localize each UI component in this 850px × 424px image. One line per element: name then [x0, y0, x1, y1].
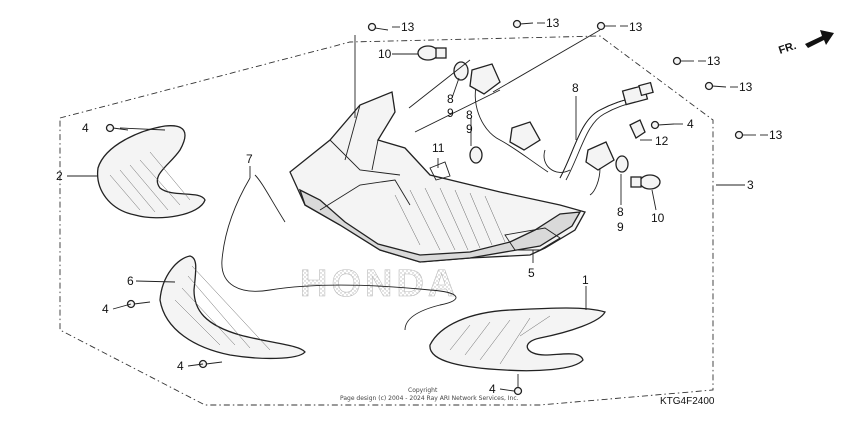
- callout-1: 1: [582, 273, 589, 287]
- grommet-middle: [469, 146, 483, 164]
- callout-4-left: 4: [102, 302, 109, 316]
- callout-11: 11: [432, 141, 445, 155]
- callout-13-f: 13: [769, 128, 783, 142]
- callout-9-middle: 9: [466, 122, 473, 136]
- callout-9-upper: 9: [447, 106, 454, 120]
- callout-10-upper: 10: [378, 47, 392, 61]
- diagram-code: KTG4F2400: [660, 396, 715, 407]
- callout-3: 3: [747, 178, 754, 192]
- callout-2: 2: [56, 169, 63, 183]
- callout-8-middle: 8: [466, 108, 473, 122]
- grommet-upper: [453, 61, 469, 81]
- bracket-part: [429, 161, 451, 181]
- right-cover: [429, 307, 606, 372]
- grommet-right: [615, 155, 629, 173]
- callout-6: 6: [127, 274, 134, 288]
- callout-13-e: 13: [739, 80, 753, 94]
- callout-12: 12: [655, 134, 669, 148]
- assembly-boundary: [59, 35, 714, 406]
- front-direction-label: FR.: [777, 40, 798, 57]
- callout-8-right: 8: [617, 205, 624, 219]
- front-direction-indicator: FR.: [777, 30, 834, 57]
- watermark-text: HONDA: [300, 263, 459, 305]
- seal-strip: [221, 177, 457, 331]
- callout-8-harness: 8: [572, 81, 579, 95]
- callout-5: 5: [528, 266, 535, 280]
- left-cover: [97, 125, 206, 219]
- bulb-upper: [417, 45, 447, 61]
- arrow-right-icon: [805, 30, 834, 48]
- headlight-housing: [289, 91, 586, 263]
- copyright-line-2: Page design (c) 2004 - 2024 Ray ARI Netw…: [340, 395, 519, 402]
- clip-part: [629, 119, 646, 139]
- callout-4-right: 4: [687, 117, 694, 131]
- callout-9-right: 9: [617, 220, 624, 234]
- callout-4-top-left: 4: [82, 121, 89, 135]
- wire-harness: [469, 63, 654, 196]
- callout-13-b: 13: [546, 16, 560, 30]
- callout-4-bottom-left: 4: [177, 359, 184, 373]
- callout-13-a: 13: [401, 20, 415, 34]
- bulb-right: [630, 174, 661, 190]
- callout-8-upper: 8: [447, 92, 454, 106]
- lower-left-cover: [159, 255, 306, 360]
- callout-4-bottom: 4: [489, 382, 496, 396]
- copyright-line-1: Copyright: [408, 387, 438, 394]
- callout-13-c: 13: [629, 20, 643, 34]
- callout-7: 7: [246, 152, 253, 166]
- callout-13-d: 13: [707, 54, 721, 68]
- callout-10-right: 10: [651, 211, 665, 225]
- leader-lines: [67, 22, 768, 392]
